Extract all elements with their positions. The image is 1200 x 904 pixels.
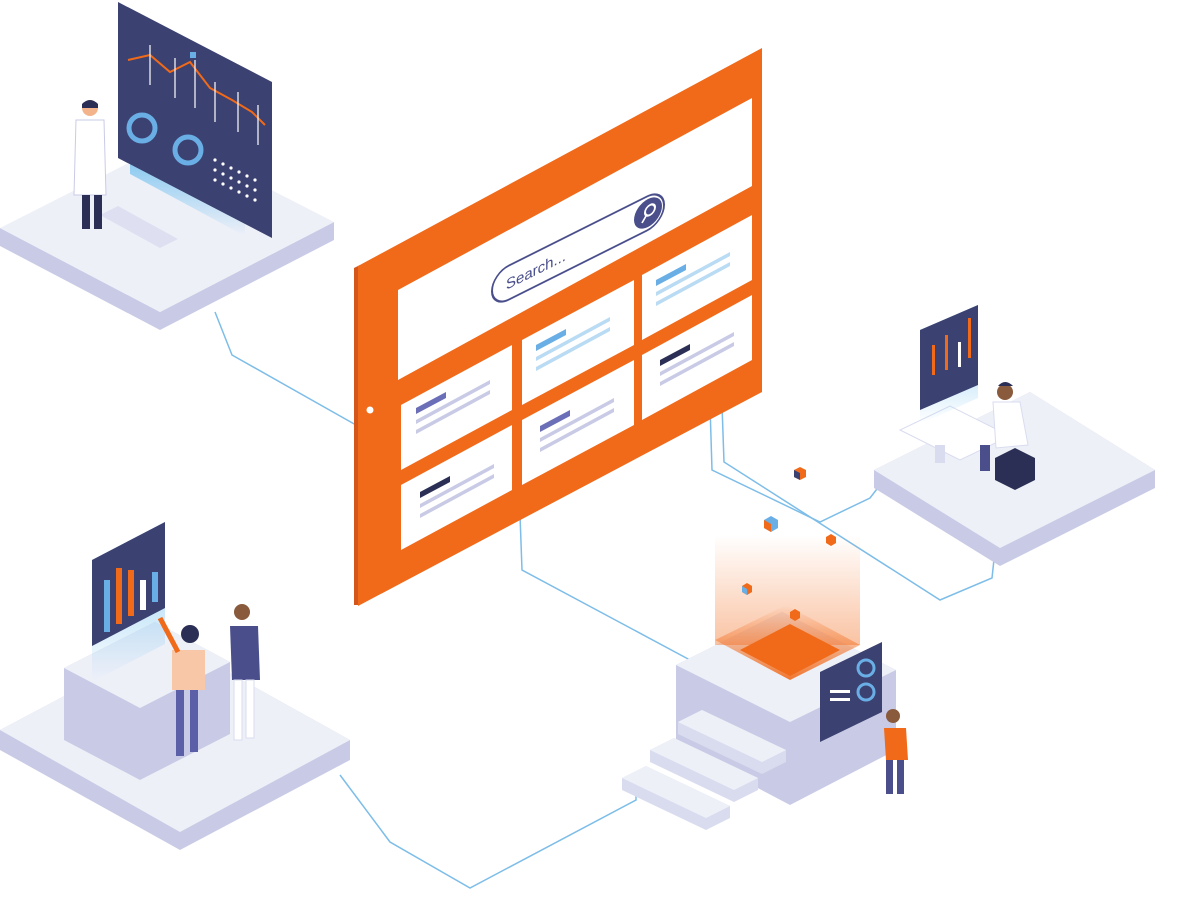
result-card[interactable] — [522, 360, 634, 485]
camera-dot — [366, 406, 374, 414]
result-card[interactable] — [401, 425, 512, 550]
result-card[interactable] — [401, 345, 512, 470]
line-right-1 — [709, 404, 881, 523]
cube — [790, 609, 800, 621]
floating-cubes — [742, 467, 836, 621]
person-operator — [884, 709, 908, 794]
person-pointing — [157, 616, 205, 756]
line-right-2 — [721, 404, 996, 601]
result-card[interactable] — [642, 215, 752, 340]
line-top-left — [214, 311, 357, 426]
ring-chart-1 — [126, 112, 158, 144]
dot-grid — [213, 158, 257, 202]
bar-chart-monitor — [92, 522, 165, 682]
person-scientist — [73, 100, 107, 229]
line-graph — [127, 53, 266, 126]
search-bar[interactable]: Search... — [491, 188, 665, 308]
person-seated-right — [980, 382, 1035, 490]
monitor-right — [920, 305, 978, 424]
ring-chart-2 — [172, 134, 204, 166]
steps — [622, 710, 786, 830]
search-screen: Search... — [354, 48, 762, 606]
result-card[interactable] — [642, 295, 752, 420]
result-card[interactable] — [522, 280, 634, 405]
console-monitor — [820, 642, 882, 742]
person-standing — [230, 604, 260, 741]
dashboard-monitor-top-left — [118, 2, 272, 238]
line-bottom-left — [339, 774, 637, 889]
cube — [826, 534, 836, 546]
line-center-bottom — [519, 514, 691, 661]
